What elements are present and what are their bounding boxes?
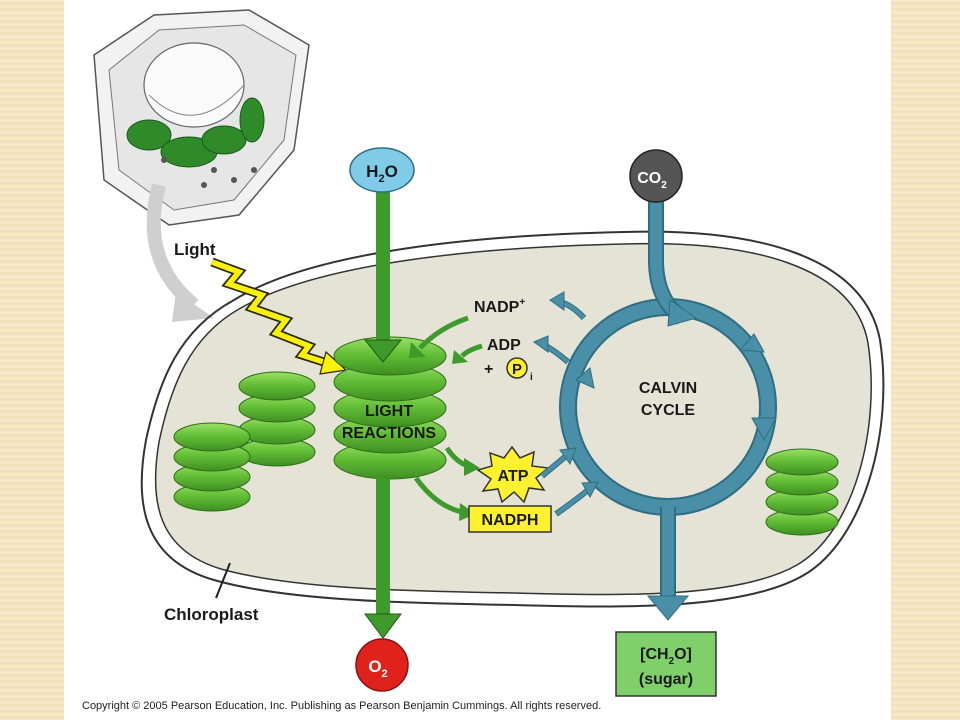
photosynthesis-diagram: Chloroplast Light H2O — [93, 9, 885, 697]
plant-cell-illustration — [93, 9, 310, 226]
h2o-label: H2O — [366, 162, 398, 185]
o2-node — [355, 638, 409, 692]
thylakoid-stack-left-back — [238, 371, 316, 467]
zoom-arrow-head — [172, 292, 214, 322]
phosphate-circle — [506, 357, 528, 379]
calvin-label-line1: CALVIN — [639, 380, 697, 397]
sugar-label: (sugar) — [639, 671, 693, 688]
thylakoid-stack-right — [765, 448, 839, 536]
phosphate-subscript: i — [530, 372, 533, 383]
atp-starburst — [476, 445, 550, 504]
adp-label: ADP — [487, 337, 521, 354]
plus-label: + — [484, 361, 493, 378]
zoom-arrow — [146, 183, 199, 311]
o2-label: O2 — [368, 657, 387, 680]
phosphate-label: P — [512, 361, 522, 378]
h2o-node — [349, 147, 415, 193]
sugar-formula: [CH2O] — [640, 646, 692, 667]
nadph-to-calvin-arrow — [554, 488, 590, 516]
adp-to-light-arrow — [460, 343, 483, 358]
light-reactions-label-line1: LIGHT — [365, 403, 413, 420]
light-label: Light — [174, 240, 216, 259]
slide: Chloroplast Light H2O — [64, 0, 891, 720]
calvin-label-line2: CYCLE — [641, 402, 696, 419]
atp-label: ATP — [498, 468, 529, 485]
chloroplast-membrane — [140, 230, 885, 608]
thylakoid-stack-left-front — [173, 422, 251, 512]
chloroplast-pointer — [215, 562, 231, 599]
nadp-label: NADP+ — [474, 297, 525, 316]
nadph-label: NADPH — [482, 512, 539, 529]
light-reactions-label-line2: REACTIONS — [342, 425, 437, 442]
nadph-box — [468, 505, 552, 533]
nadp-to-light-arrow — [418, 315, 469, 350]
co2-node — [629, 149, 683, 203]
chloroplast-label: Chloroplast — [164, 605, 259, 624]
co2-label: CO2 — [637, 170, 667, 191]
copyright-notice: Copyright © 2005 Pearson Education, Inc.… — [82, 700, 602, 712]
light-reactions-stack — [333, 336, 447, 480]
light-to-nadph-arrow — [413, 476, 463, 515]
sugar-box — [615, 631, 717, 697]
